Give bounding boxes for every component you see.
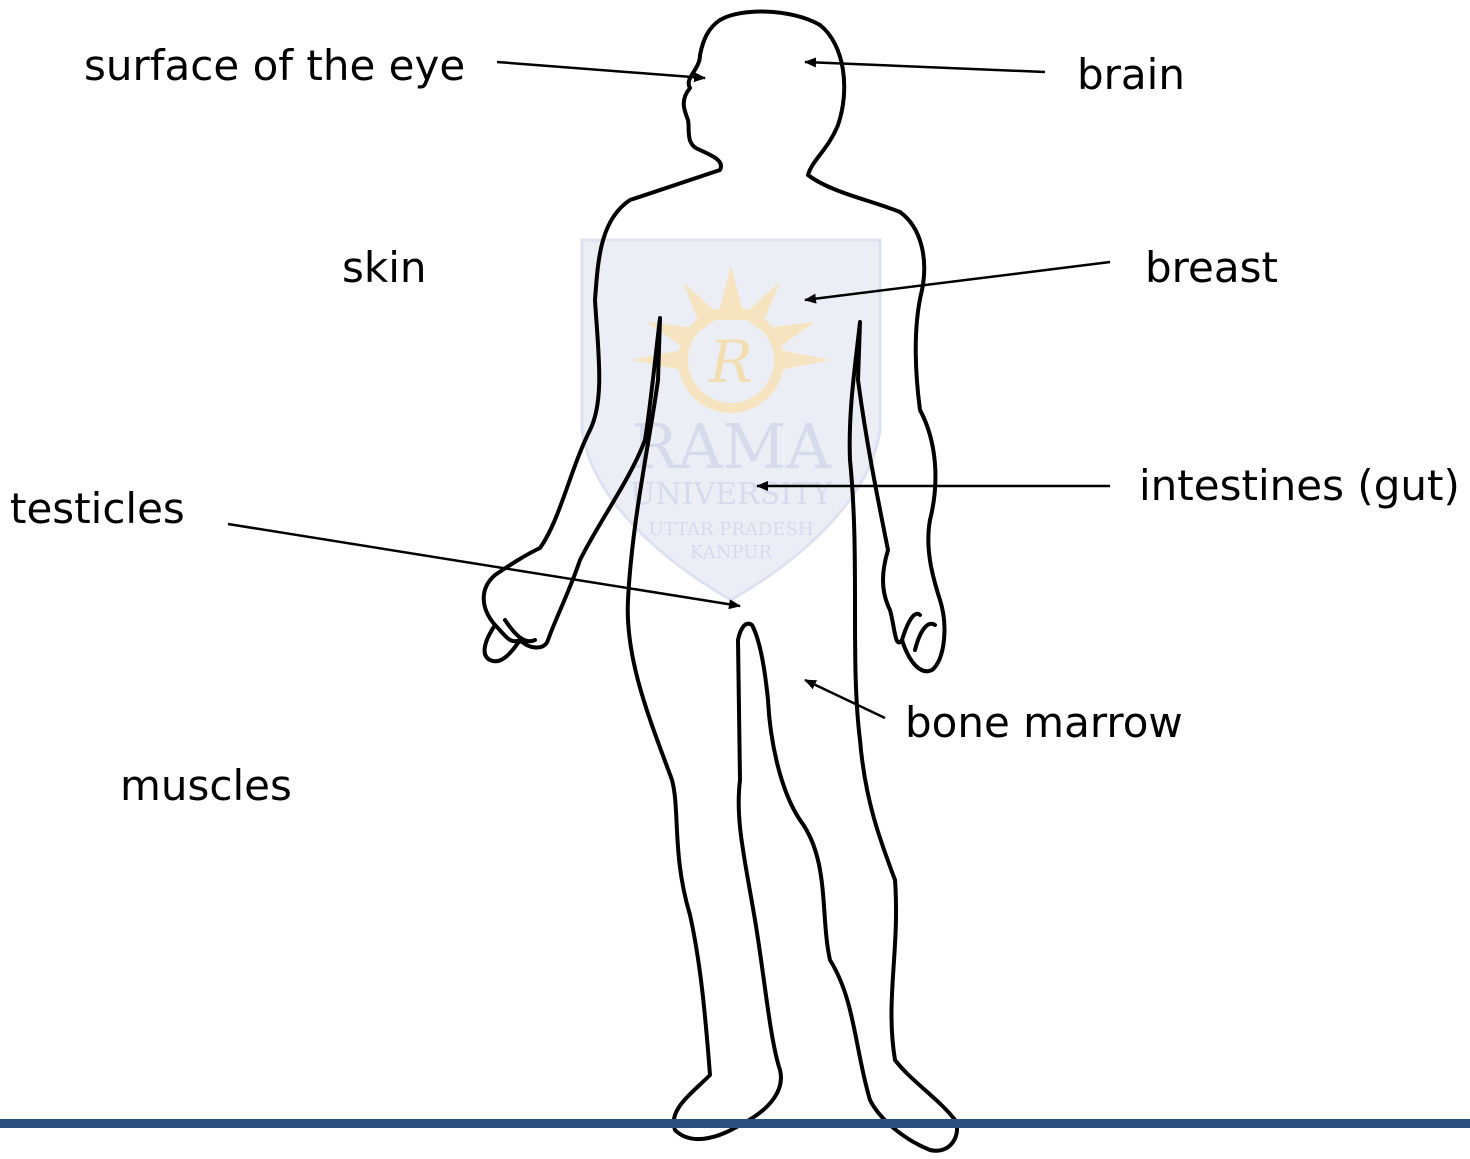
hand-left-fingers bbox=[495, 620, 535, 641]
watermark-name: RAMA bbox=[631, 410, 832, 483]
label-surface-of-the-eye: surface of the eye bbox=[84, 41, 465, 90]
label-intestines: intestines (gut) bbox=[1139, 461, 1460, 510]
watermark-logo-letter: R bbox=[708, 328, 753, 396]
label-skin: skin bbox=[342, 243, 427, 292]
label-brain: brain bbox=[1077, 50, 1185, 99]
arrow-bone-marrow bbox=[805, 680, 885, 718]
watermark-location-1: UTTAR PRADESH bbox=[648, 519, 813, 540]
watermark-location-2: KANPUR bbox=[690, 542, 772, 563]
label-breast: breast bbox=[1145, 243, 1278, 292]
arrow-surface-of-eye bbox=[497, 62, 705, 78]
label-muscles: muscles bbox=[120, 761, 292, 810]
label-testicles: testicles bbox=[10, 484, 185, 533]
label-bone-marrow: bone marrow bbox=[905, 698, 1183, 747]
hand-right-fingers bbox=[902, 614, 935, 650]
university-watermark: R RAMA UNIVERSITY UTTAR PRADESH KANPUR bbox=[582, 240, 880, 600]
watermark-subtitle: UNIVERSITY bbox=[630, 477, 833, 512]
footer-bar bbox=[0, 1119, 1470, 1128]
